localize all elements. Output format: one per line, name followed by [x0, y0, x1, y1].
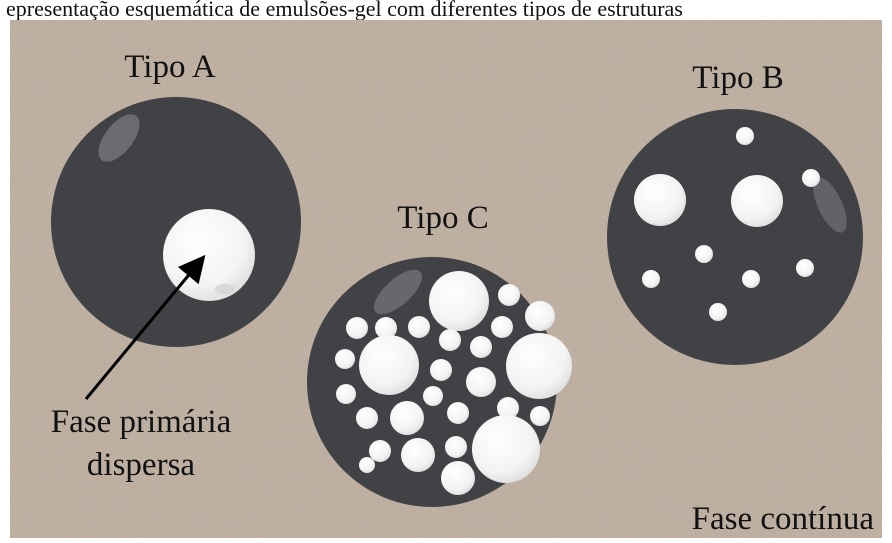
- type-c-droplet: [390, 401, 424, 435]
- type-c-droplet: [525, 301, 555, 331]
- label-type-b: Tipo B: [692, 60, 783, 96]
- caption-fragment: epresentação esquemática de emulsões-gel…: [6, 0, 683, 21]
- type-c-droplet: [470, 336, 492, 358]
- type-c-droplet: [430, 359, 452, 381]
- type-b-droplet: [695, 245, 713, 263]
- type-c-droplet: [369, 440, 391, 462]
- type-b-droplet: [642, 270, 660, 288]
- particle-type-a: [51, 97, 301, 347]
- type-c-droplet: [359, 457, 375, 473]
- type-c-droplet: [401, 438, 435, 472]
- label-dispersed-phase-line1: Fase primária: [51, 404, 232, 440]
- particle-type-b-body: [607, 109, 863, 365]
- type-c-droplet: [423, 386, 443, 406]
- type-c-droplet: [506, 333, 572, 399]
- type-c-droplet: [439, 329, 461, 351]
- type-b-droplet: [736, 127, 754, 145]
- label-type-a: Tipo A: [124, 49, 216, 85]
- type-b-droplet: [742, 270, 760, 288]
- label-dispersed-phase-line2: dispersa: [87, 447, 195, 483]
- type-c-droplet: [336, 384, 356, 404]
- label-type-c: Tipo C: [397, 200, 488, 236]
- type-c-droplet: [335, 349, 355, 369]
- type-c-droplet: [441, 461, 475, 495]
- type-c-droplet: [408, 316, 430, 338]
- type-b-droplet: [709, 303, 727, 321]
- primary-droplet-shine: [215, 284, 235, 294]
- type-c-droplet: [530, 406, 550, 426]
- type-c-droplet: [491, 316, 513, 338]
- type-c-droplet: [498, 284, 520, 306]
- type-b-droplet: [731, 175, 783, 227]
- type-c-droplet: [356, 407, 378, 429]
- particle-type-a-body: [51, 97, 301, 347]
- type-c-droplet: [447, 402, 469, 424]
- type-b-droplet: [634, 174, 686, 226]
- label-continuous-phase: Fase contínua: [692, 501, 875, 537]
- type-c-droplet: [429, 271, 489, 331]
- type-c-droplet: [346, 317, 368, 339]
- type-b-droplet: [796, 259, 814, 277]
- type-c-droplet: [472, 415, 540, 483]
- type-c-droplet: [445, 436, 467, 458]
- type-c-droplet: [359, 335, 419, 395]
- type-b-droplet: [802, 169, 820, 187]
- particle-type-b: [607, 109, 863, 365]
- type-c-droplet: [466, 367, 496, 397]
